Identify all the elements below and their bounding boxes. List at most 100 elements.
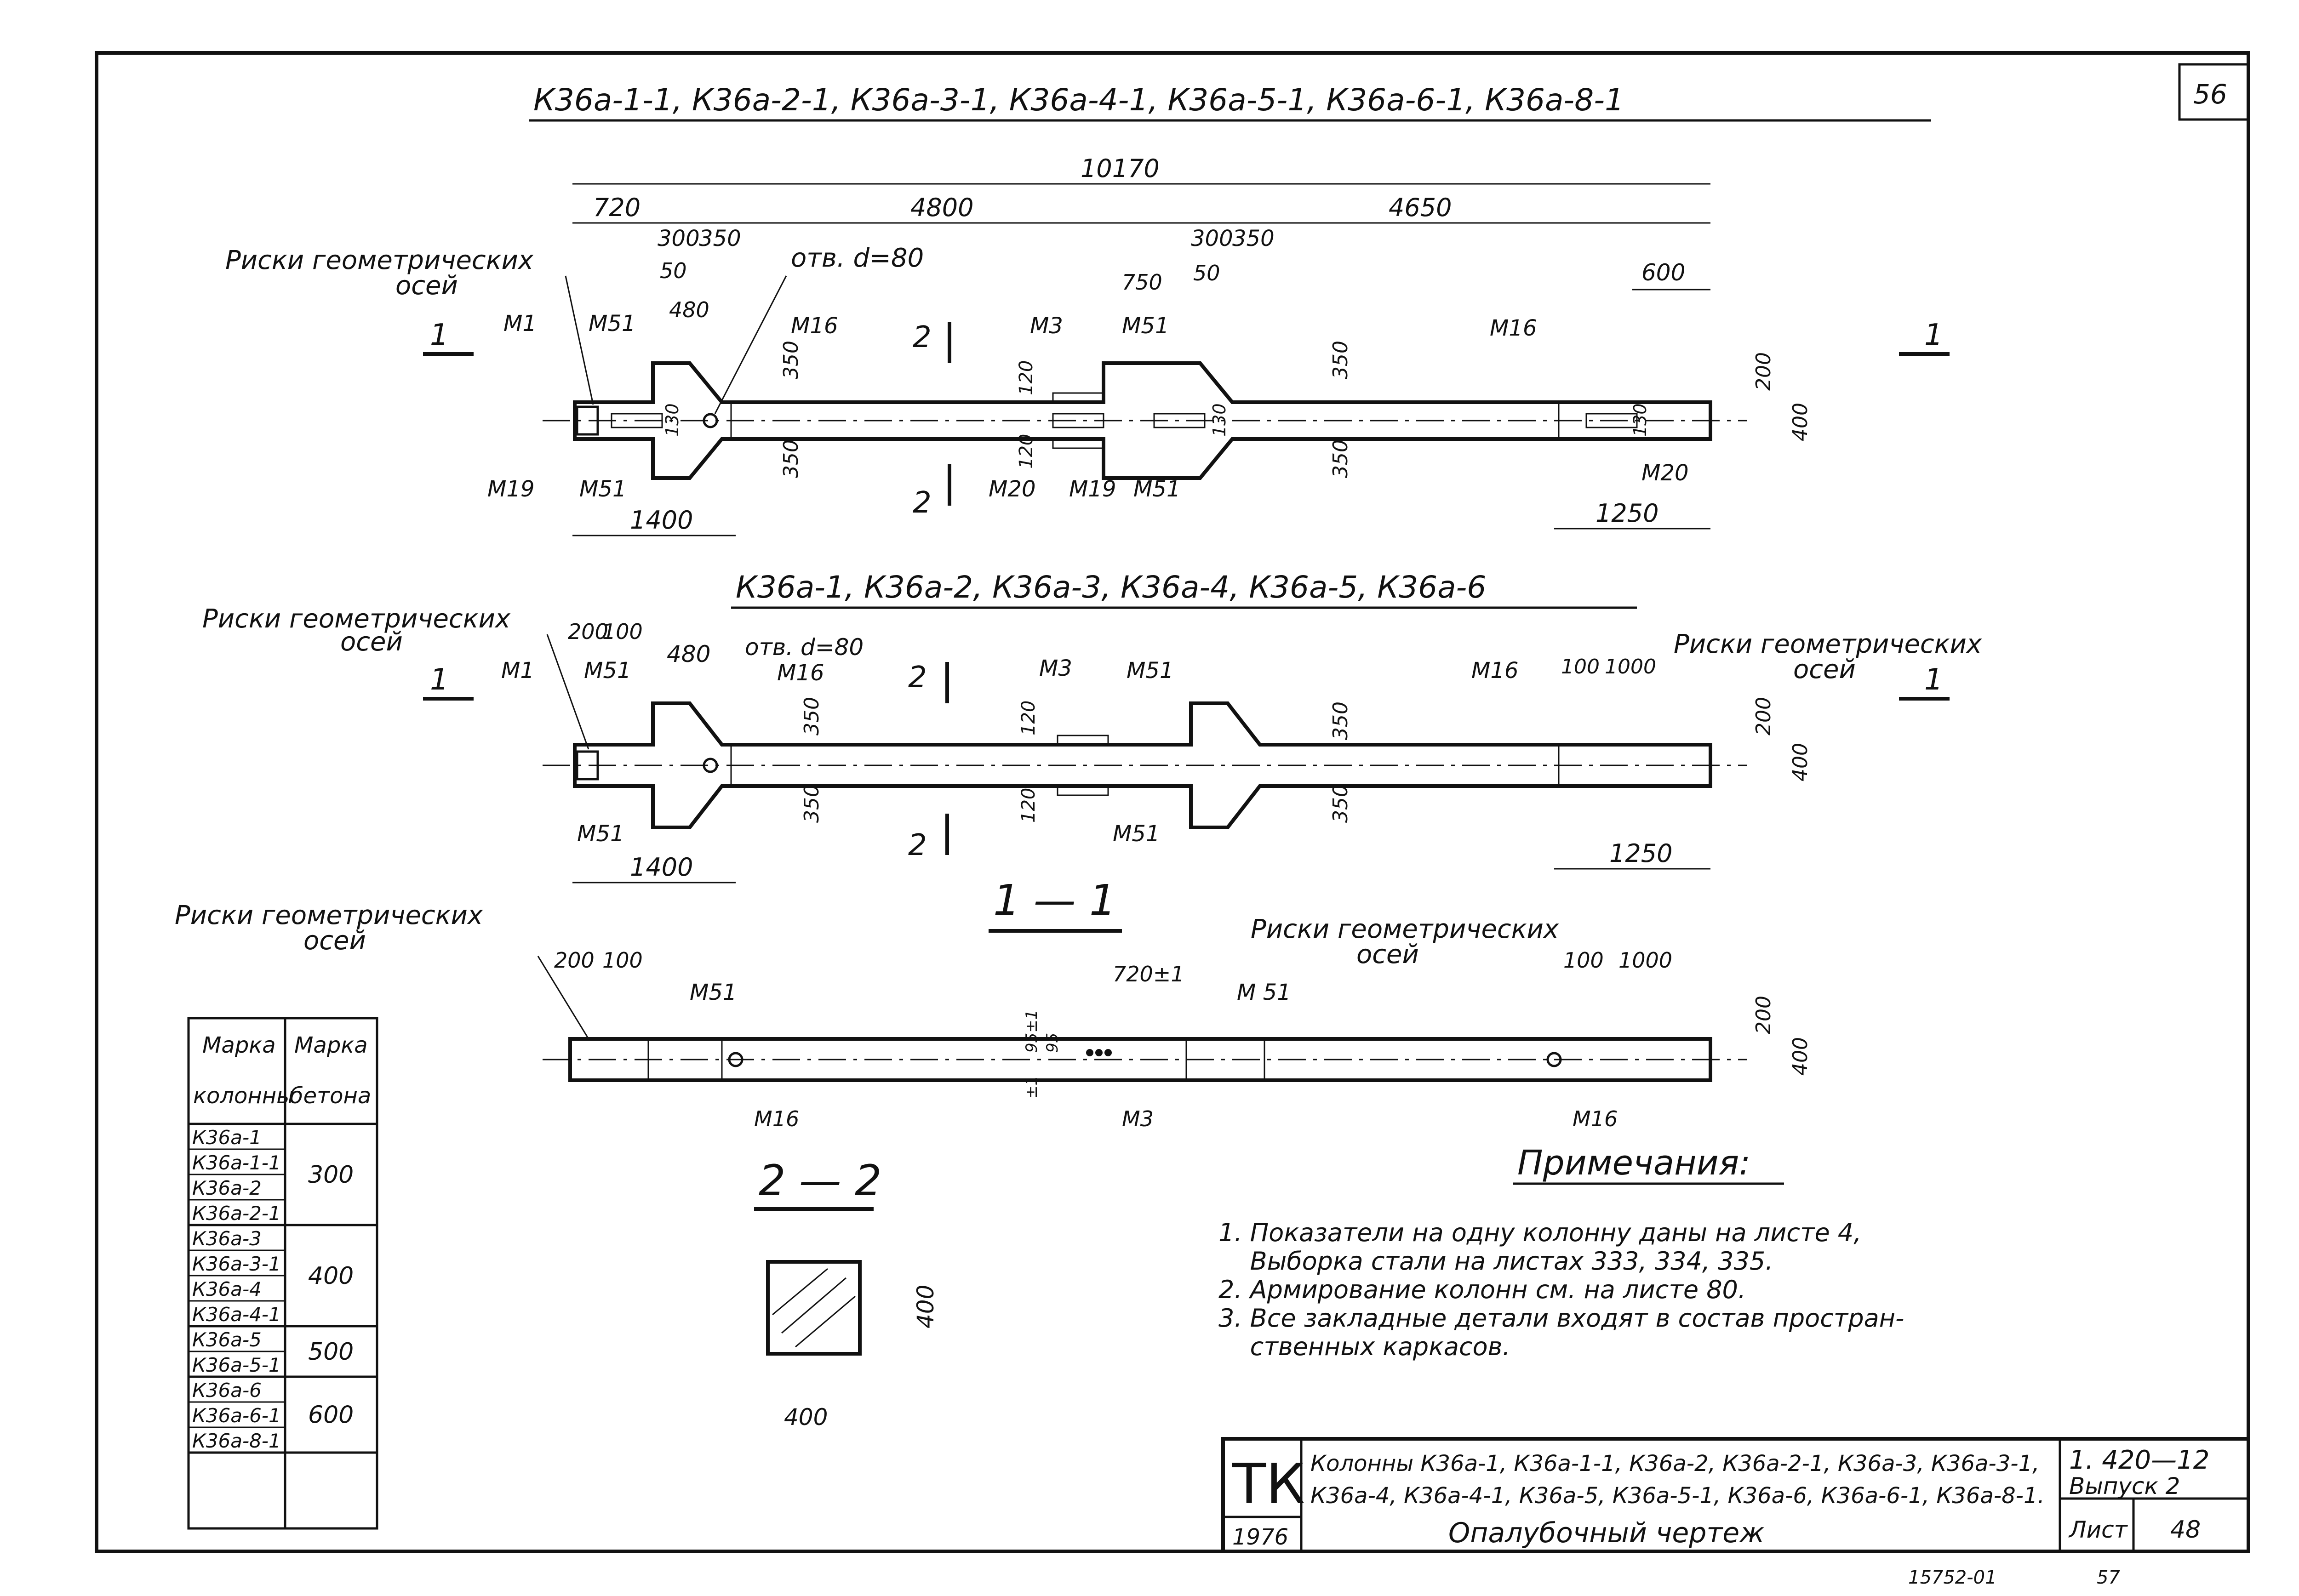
dim-400: 400	[1789, 403, 1812, 441]
sheet-frame	[95, 51, 2250, 1553]
s11-axes-left2: осей	[303, 926, 366, 956]
view-1: К36а-1-1, К36а-2-1, К36а-3-1, К36а-4-1, …	[225, 82, 1950, 536]
dim-120-bot: 120	[1016, 434, 1037, 469]
column-outline-2	[573, 701, 1712, 829]
s11-d95b: 95	[1043, 1033, 1062, 1053]
dim-600: 600	[1641, 259, 1685, 286]
table-column-mark: К36а-2	[192, 1177, 262, 1199]
table-column-mark: К36а-1	[192, 1126, 262, 1149]
dim-350-bot1: 350	[779, 439, 803, 478]
s11-axes-right: Риски геометрических	[1251, 914, 1559, 944]
tb-frame	[1221, 1437, 2250, 1553]
tb-doc-code: 1. 420—12	[2069, 1445, 2209, 1475]
v2-d480: 480	[667, 641, 710, 667]
m20-insert-2	[1585, 413, 1638, 428]
table-h1b: колонны	[193, 1083, 294, 1109]
v2-d350-bot2: 350	[1329, 784, 1352, 823]
section-1-right: 1	[1924, 318, 1943, 352]
s11-d1000: 1000	[1618, 948, 1672, 973]
dim-1250: 1250	[1596, 499, 1658, 528]
table-h2b: бетона	[290, 1083, 371, 1109]
table-concrete-grade: 600	[308, 1402, 354, 1429]
hole-1	[703, 413, 718, 428]
v2-d350-top1: 350	[800, 697, 824, 735]
note-line: 2. Армирование колонн см. на листе 80.	[1218, 1275, 1746, 1304]
m19-insert-1	[611, 413, 663, 428]
s11-axes-right2: осей	[1356, 940, 1419, 969]
notes-list: 1. Показатели на одну колонну даны на ли…	[1218, 1218, 1904, 1361]
m51d-label: М51	[1133, 476, 1181, 502]
table-column-mark: К36а-6	[192, 1379, 262, 1402]
s22-title: 2 — 2	[759, 1156, 882, 1205]
dim-50b: 50	[1193, 261, 1220, 285]
table-frame	[187, 1017, 378, 1530]
m51c-label: М51	[579, 476, 627, 502]
s11-d95: 95±1	[1023, 1010, 1041, 1053]
s11-m3: М3	[1122, 1106, 1154, 1131]
v2-m1: М1	[501, 658, 534, 684]
dim-1400: 1400	[630, 506, 693, 535]
s22-hatch2	[795, 1295, 856, 1348]
hole-2	[703, 758, 718, 773]
m1-plate-2	[576, 750, 599, 781]
page-number: 56	[2193, 79, 2227, 110]
s11-d200: 200	[554, 948, 595, 973]
v2-d120-bot: 120	[1018, 788, 1039, 823]
v2-m16b: М16	[1471, 658, 1519, 684]
m51b-label: М51	[1122, 313, 1169, 339]
axes-marks-label2: осей	[395, 271, 458, 301]
tb-sheet-number: 48	[2170, 1516, 2201, 1544]
table-column-mark: К36а-2-1	[192, 1202, 281, 1225]
s22-d400w: 400	[784, 1404, 828, 1431]
v2-axes-right2: осей	[1793, 655, 1856, 684]
m3-plate-bot-2	[1057, 785, 1109, 796]
v2-section-2-bot: 2	[908, 828, 927, 862]
v2-axes-left2: осей	[340, 627, 403, 657]
v2-m16a: М16	[777, 660, 824, 686]
v2-section-2-top: 2	[908, 661, 927, 695]
dim-300b: 300	[1191, 226, 1233, 251]
v2-axes-left-leader	[546, 634, 589, 750]
tb-issue: Выпуск 2	[2069, 1473, 2180, 1499]
dim-750: 750	[1122, 270, 1162, 295]
v2-d400r: 400	[1789, 743, 1812, 781]
section-1-left: 1	[430, 318, 449, 352]
bottom-page: 57	[2097, 1567, 2120, 1588]
table-body: К36а-1К36а-1-1К36а-2К36а-2-1300К36а-3К36…	[189, 1126, 377, 1454]
v2-d200: 200	[568, 619, 608, 644]
dim-130b: 130	[1209, 403, 1230, 437]
s11-d100: 100	[602, 948, 643, 973]
dim-50a: 50	[660, 258, 687, 283]
s11-m3-dot3	[1104, 1049, 1112, 1056]
s11-axes-left-leader	[537, 956, 589, 1039]
table-column-mark: К36а-8-1	[192, 1430, 281, 1452]
concrete-grade-table: Марка колонны Марка бетона К36а-1К36а-1-…	[187, 1017, 378, 1530]
note-line: ственных каркасов.	[1218, 1332, 1510, 1361]
page-number-box	[2178, 63, 2250, 121]
dim-4650: 4650	[1389, 193, 1452, 222]
v2-d200r: 200	[1752, 697, 1775, 735]
s11-axes-left: Риски геометрических	[175, 901, 483, 930]
v2-d120-top: 120	[1018, 701, 1039, 735]
hole-label: отв. d=80	[791, 243, 924, 273]
s11-hole1	[728, 1052, 743, 1067]
dim-350-top2: 350	[1329, 341, 1352, 379]
m1-label: М1	[503, 311, 537, 336]
v2-d350-bot1: 350	[800, 784, 824, 823]
v2-m51c: М51	[577, 821, 624, 847]
s11-m3-dot2	[1095, 1049, 1103, 1056]
note-line: Выборка стали на листах 333, 334, 335.	[1218, 1247, 1773, 1276]
table-column-mark: К36а-6-1	[192, 1404, 281, 1427]
v2-hole: отв. d=80	[745, 634, 864, 661]
s11-d400r: 400	[1789, 1037, 1812, 1076]
tb-sheet-label: Лист	[2068, 1516, 2128, 1543]
section-2-2: 2 — 2 400 400	[754, 1156, 939, 1431]
v2-section-1-left: 1	[430, 663, 449, 697]
v2-m51a: М51	[584, 658, 631, 684]
s22-hatch3	[772, 1268, 828, 1316]
table-concrete-grade: 300	[308, 1161, 354, 1189]
tb-org: ТК	[1232, 1453, 1305, 1516]
s11-m3-dot1	[1086, 1049, 1093, 1056]
s11-hole2	[1546, 1052, 1562, 1067]
